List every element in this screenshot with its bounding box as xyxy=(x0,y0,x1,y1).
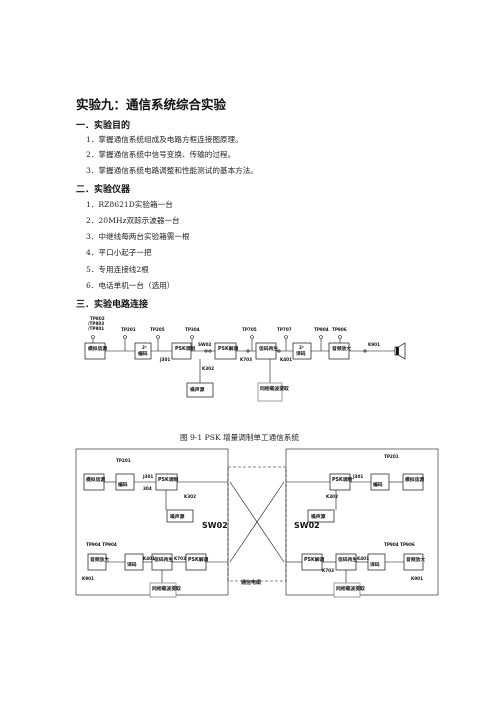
block-psk-mod: PSK调制 xyxy=(158,476,178,483)
jumper-label: K901 xyxy=(82,576,94,581)
block-regen: 信码再生 xyxy=(338,556,357,563)
tp-label: TP304 xyxy=(185,327,200,332)
list-item: 3．掌握通信系统电路调整和性能测试的基本方法。 xyxy=(86,166,258,175)
section-heading-purpose: 一．实验目的 xyxy=(76,121,131,131)
tp-label: TP201 xyxy=(384,454,399,459)
cable-label: 通信电缆 xyxy=(241,579,261,586)
block-decoder: 译码 xyxy=(370,561,380,568)
block-carrier: 同相载波提取 xyxy=(336,585,365,592)
block-carrier: 同相载波提取 xyxy=(260,385,289,392)
block-carrier: 同相载波提取 xyxy=(152,585,181,592)
block-encoder: 编码 xyxy=(118,481,128,488)
encoder-superscript: 2² xyxy=(142,345,147,350)
block-amp: 音频放大 xyxy=(90,556,109,563)
block-psk-demod: PSK解调 xyxy=(218,345,238,352)
jumper-label: K401 xyxy=(357,556,369,561)
block-source: 模拟信源 xyxy=(88,345,107,352)
list-item: 2．掌握通信系统中信号变换、传输的过程。 xyxy=(86,150,236,159)
jumper-label: K703 xyxy=(174,556,186,561)
block-encoder: 编码 xyxy=(138,350,148,357)
block-decoder: 译码 xyxy=(127,561,137,568)
list-item: 2．20MHz双踪示波器一台 xyxy=(86,216,180,225)
list-item: 1．RZ8621D实验箱一台 xyxy=(86,200,173,209)
tp-label: TP904 TP904 xyxy=(86,542,117,547)
page-title: 实验九：通信系统综合实验 xyxy=(76,97,227,112)
block-noise: 噪声源 xyxy=(190,386,205,393)
block-regen: 信码再生 xyxy=(154,556,173,563)
tp-label: TP906 xyxy=(332,327,347,332)
block-noise: 噪声源 xyxy=(170,513,185,520)
tp-label: /TP801 xyxy=(88,326,104,331)
jumper-label: J301 xyxy=(159,357,170,362)
jumper-label: K703 xyxy=(322,568,334,573)
block-source: 模拟信源 xyxy=(86,476,105,483)
tp-label: TP904 xyxy=(314,327,329,332)
jumper-label: 304 xyxy=(143,486,152,491)
jumper-label: K703 xyxy=(240,357,252,362)
list-item: 3．中继线每两台实验箱需一根 xyxy=(86,232,190,241)
block-source: 模拟信源 xyxy=(405,476,424,483)
block-psk-demod: PSK解调 xyxy=(188,556,208,563)
block-encoder: 编码 xyxy=(373,481,383,488)
jumper-label: K901 xyxy=(368,342,380,347)
switch-label: SW02 xyxy=(198,342,212,347)
jumper-label: K302 xyxy=(184,494,196,499)
tp-label: TP201 xyxy=(116,458,131,463)
block-psk-mod: PSK调制 xyxy=(332,476,352,483)
list-item: 1．掌握通信系统组成及电路方框连接图原理。 xyxy=(86,135,243,144)
speaker-icon xyxy=(396,347,398,355)
figure-caption: 图 9-1 PSK 增量调制单工通信系统 xyxy=(180,433,299,442)
switch-label: SW02 xyxy=(294,521,320,530)
list-item: 5．专用连接线2根 xyxy=(86,265,149,274)
jumper-label: J301 xyxy=(352,474,363,479)
decoder-superscript: 2² xyxy=(299,345,304,350)
tp-label: /TP803 xyxy=(88,321,104,326)
tp-label: TP904 TP906 xyxy=(384,542,415,547)
list-item: 6．电话单机一台（选用） xyxy=(86,281,175,290)
list-item: 4．平口小起子一把 xyxy=(86,248,152,257)
section-heading-instruments: 二．实验仪器 xyxy=(76,185,131,195)
tp-label: TP707 xyxy=(277,327,292,332)
jumper-label: K302 xyxy=(202,366,214,371)
block-decoder: 译码 xyxy=(296,350,306,357)
section-heading-circuit: 三．实验电路连接 xyxy=(76,300,149,310)
tp-label: TP802 xyxy=(90,316,105,321)
jumper-label: K401 xyxy=(143,556,155,561)
tp-label: TP205 xyxy=(150,327,165,332)
tp-label: TP705 xyxy=(242,327,257,332)
block-amp: 音频放大 xyxy=(406,556,425,563)
switch-label: SW02 xyxy=(202,521,228,530)
block-noise: 噪声源 xyxy=(311,513,326,520)
jumper-label: K401 xyxy=(280,357,292,362)
block-psk-mod: PSK调制 xyxy=(175,345,195,352)
jumper-label: K901 xyxy=(411,576,423,581)
tp-label: TP201 xyxy=(121,327,136,332)
block-amp: 音频放大 xyxy=(332,345,351,352)
block-regen: 信码再生 xyxy=(259,345,278,352)
block-psk-demod: PSK解调 xyxy=(304,556,324,563)
jumper-label: K302 xyxy=(326,494,338,499)
jumper-label: J301 xyxy=(142,474,153,479)
